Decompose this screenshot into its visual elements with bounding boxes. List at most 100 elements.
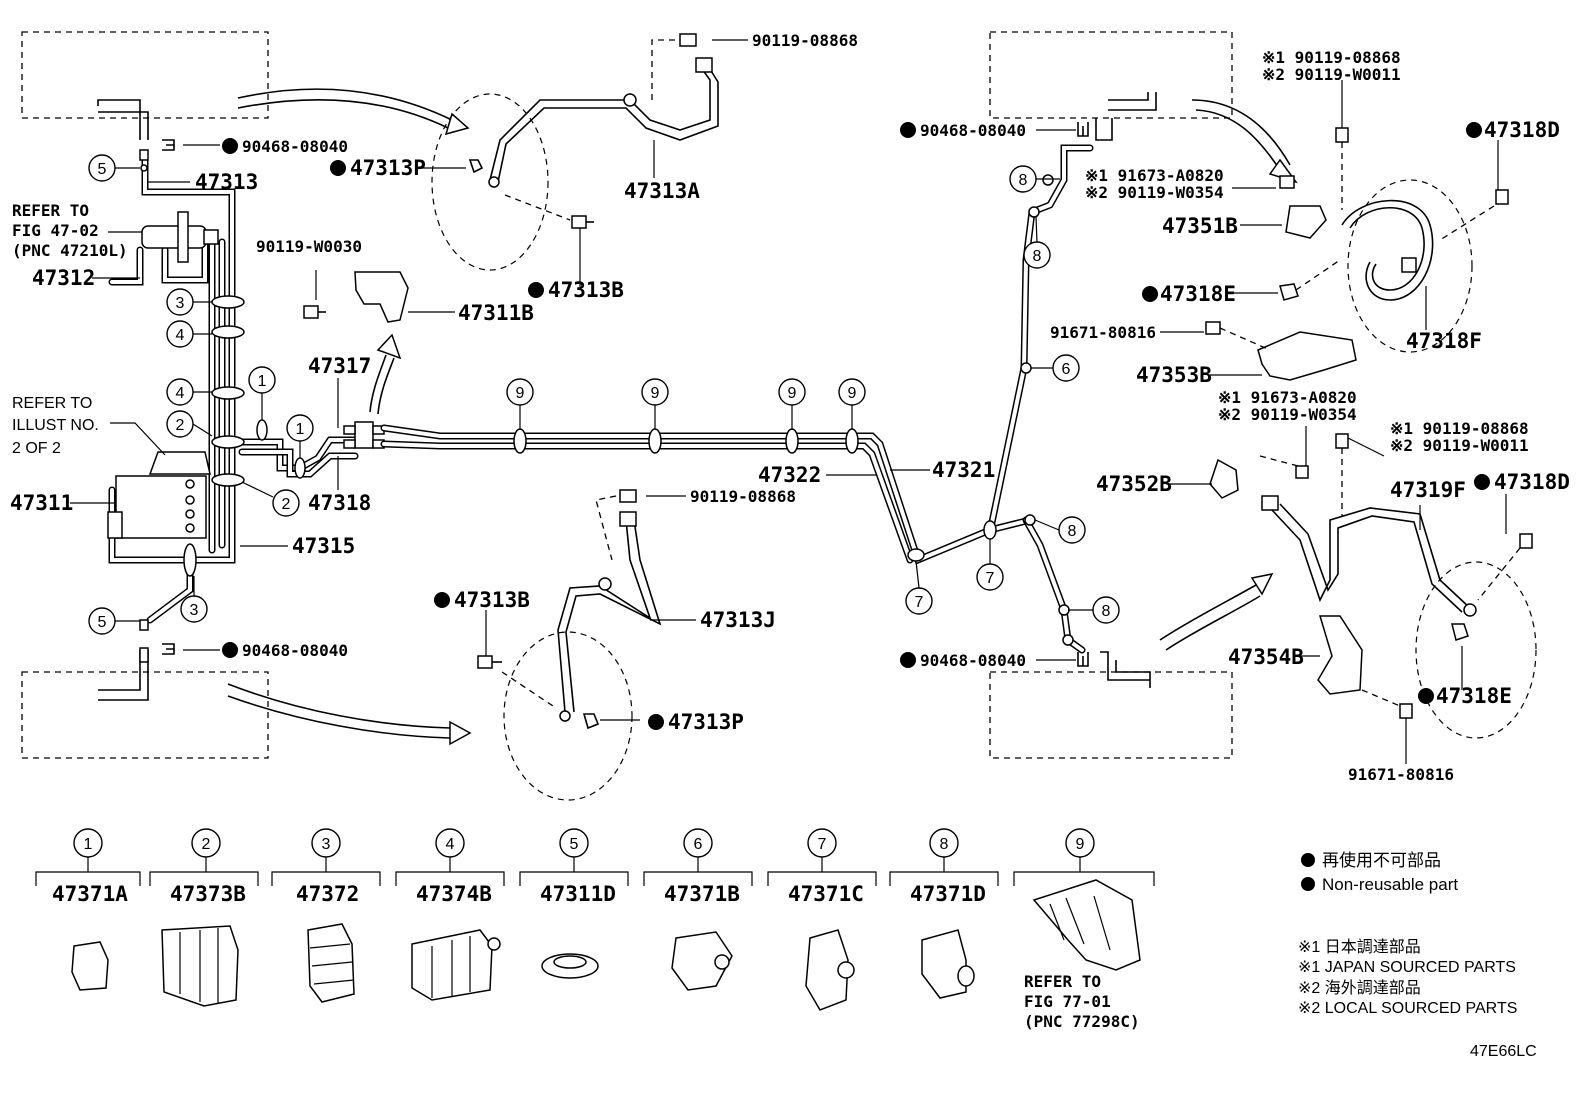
label-47313p-bot: 47313P [668, 710, 744, 734]
svg-text:8: 8 [1102, 603, 1111, 620]
label-47313b-bot: 47313B [454, 588, 530, 612]
legend-nonreusable-jp: 再使用不可部品 [1322, 850, 1441, 870]
label-91671-80816-top: 91671-80816 [1050, 323, 1156, 342]
brake-actuator [107, 451, 211, 539]
nonreusable-dot [434, 592, 450, 608]
svg-text:1: 1 [296, 421, 305, 438]
svg-text:7: 7 [986, 570, 995, 587]
union-fittings [343, 421, 385, 449]
nonreusable-dot [330, 160, 346, 176]
svg-text:47374B: 47374B [416, 882, 492, 906]
label-90119-w0030: 90119-W0030 [256, 237, 362, 256]
label-47317: 47317 [308, 354, 371, 378]
flow-arrow-top-left [237, 88, 470, 136]
clamp-table-item-7: 7 47371C [767, 828, 877, 1011]
grommet-front [139, 149, 149, 172]
legend-note1-jp: ※1 日本調達部品 [1298, 938, 1421, 956]
svg-text:1: 1 [258, 373, 267, 390]
svg-text:2: 2 [176, 417, 185, 434]
label-47313: 47313 [195, 170, 258, 194]
clamp-table-item-6: 6 47371B [643, 828, 753, 991]
label-47313j: 47313J [700, 608, 776, 632]
nonreusable-dot [222, 642, 238, 658]
svg-text:9: 9 [788, 385, 797, 402]
clamp-table-item-5: 5 47311D [519, 828, 629, 979]
label-47312: 47312 [32, 266, 95, 290]
label-47313a: 47313A [624, 179, 700, 203]
nonreusable-dot [900, 652, 916, 668]
legend: 再使用不可部品 Non-reusable part ※1 日本調達部品 ※1 J… [1298, 850, 1517, 1017]
callout-labels: 47313 47312 47311 47315 47317 47318 4731… [10, 31, 1570, 784]
label-47313b-top: 47313B [548, 278, 624, 302]
svg-text:3: 3 [322, 836, 331, 853]
svg-text:4: 4 [446, 836, 455, 853]
svg-text:7: 7 [915, 594, 924, 611]
label-90468-08040-tr: 90468-08040 [920, 121, 1026, 140]
nonreusable-dot [1474, 474, 1490, 490]
label-90119-08868-top: 90119-08868 [752, 31, 858, 50]
label-alt-b-mid-2: ※2 90119-W0354 [1218, 405, 1357, 424]
flex-hose-rear-right-lower [1209, 433, 1537, 739]
svg-text:6: 6 [694, 836, 703, 853]
hose-stub-front-left [97, 99, 149, 140]
label-47321: 47321 [932, 458, 995, 482]
label-alt-a-top-2: ※2 90119-W0011 [1262, 65, 1401, 84]
svg-text:6: 6 [1062, 361, 1071, 378]
svg-text:7: 7 [818, 836, 827, 853]
label-alt-b-top-1: ※1 91673-A0820 [1085, 166, 1224, 185]
svg-text:47371A: 47371A [52, 882, 128, 906]
refer-fig7701-line3: (PNC 77298C) [1024, 1012, 1140, 1031]
clamp-circle-6: 6 [1052, 354, 1080, 382]
body-outline-front-right [989, 31, 1233, 119]
tube-clamps-left [183, 295, 306, 577]
clamp-table: 1 47371A 2 47373B 3 47372 4 47374B [35, 828, 1155, 1031]
label-47318e-bot: 47318E [1436, 684, 1512, 708]
svg-text:9: 9 [651, 385, 660, 402]
nonreusable-dot [222, 138, 238, 154]
clamp-table-item-9: 9 REFER TO FIG 77-01 (PNC 77298C) [1013, 828, 1155, 1031]
label-alt-b-mid-1: ※1 91673-A0820 [1218, 388, 1357, 407]
flow-arrow-bottom-left [227, 683, 472, 746]
brake-master-fitting [141, 211, 219, 263]
clamp-circle-4-b: 4 [166, 378, 194, 406]
svg-text:47371C: 47371C [788, 882, 864, 906]
clamp-circle-8-d: 8 [1092, 596, 1120, 624]
label-47354b: 47354B [1228, 645, 1304, 669]
clamp-circle-8-a: 8 [1009, 165, 1037, 193]
body-outline-rear-left [21, 671, 269, 759]
nonreusable-dot [528, 282, 544, 298]
nonreusable-dot [648, 714, 664, 730]
nonreusable-dot [1466, 122, 1482, 138]
label-alt-a-mid-1: ※1 90119-08868 [1390, 419, 1529, 438]
clamp-circle-2-b: 2 [272, 489, 300, 517]
legend-note2-en: ※2 LOCAL SOURCED PARTS [1298, 1000, 1517, 1017]
label-90468-08040-bl: 90468-08040 [242, 641, 348, 660]
label-47311b: 47311B [458, 301, 534, 325]
clamp-table-item-4: 4 47374B [395, 828, 505, 1001]
leader-lines [70, 39, 1507, 764]
svg-text:8: 8 [1068, 523, 1077, 540]
label-47319f: 47319F [1390, 478, 1466, 502]
svg-text:3: 3 [190, 602, 199, 619]
flex-hose-rear-right-upper [1205, 127, 1509, 381]
clip-90468-left [162, 139, 175, 655]
clamp-circle-3-a: 3 [166, 288, 194, 316]
clamp-table-item-1: 1 47371A [35, 828, 141, 991]
svg-text:1: 1 [84, 836, 93, 853]
refer-illust-line2: ILLUST NO. [12, 417, 99, 434]
svg-text:8: 8 [1033, 248, 1042, 265]
label-47353b: 47353B [1136, 363, 1212, 387]
flow-arrow-bottom-right [1159, 572, 1274, 651]
refer-fig7701-line1: REFER TO [1024, 972, 1101, 991]
svg-text:9: 9 [1076, 836, 1085, 853]
label-alt-a-top-1: ※1 90119-08868 [1262, 48, 1401, 67]
clamp-circle-8-b: 8 [1023, 241, 1051, 269]
clamp-circle-5-top: 5 [88, 154, 116, 182]
flex-hose-front-left [431, 33, 719, 271]
clamp-table-item-3: 3 47372 [271, 828, 381, 1003]
legend-note1-en: ※1 JAPAN SOURCED PARTS [1298, 959, 1516, 976]
clamp-circle-9-d: 9 [838, 378, 866, 406]
label-90468-08040-br: 90468-08040 [920, 651, 1026, 670]
svg-text:9: 9 [516, 385, 525, 402]
